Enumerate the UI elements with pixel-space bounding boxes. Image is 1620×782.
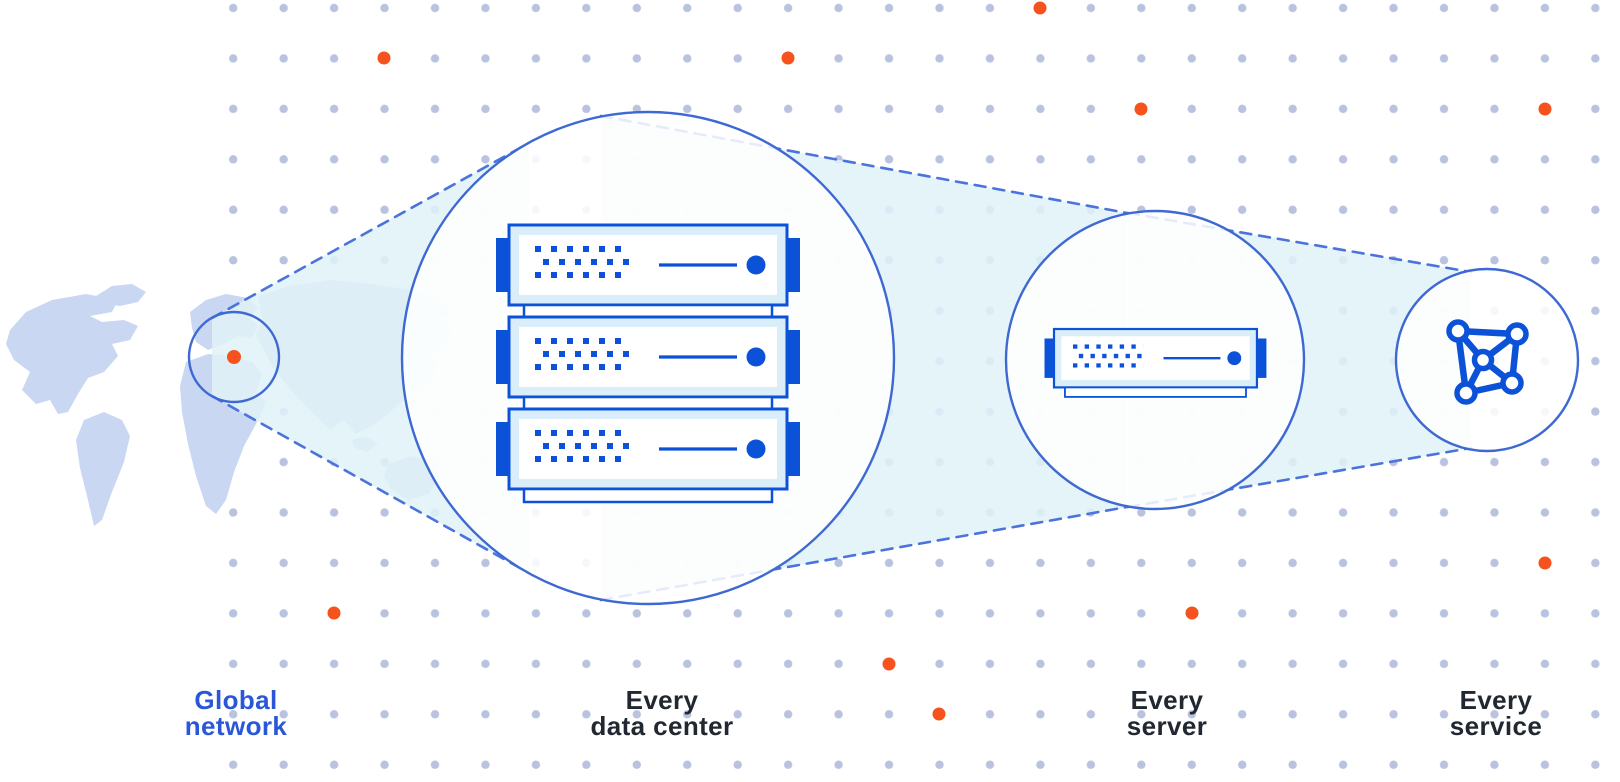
label-line: data center (590, 711, 734, 741)
orange-dot (1134, 102, 1148, 116)
label-every-server: Every server (1037, 687, 1297, 739)
orange-dot (1538, 102, 1552, 116)
dashed-line-lower-1 (210, 394, 531, 575)
orange-dot (1033, 1, 1047, 15)
global-network-circle (187, 310, 281, 404)
orange-accent-dots (227, 1, 1552, 721)
label-line: service (1449, 711, 1543, 741)
label-line: Every (1459, 685, 1533, 715)
label-line: Global (194, 685, 278, 715)
orange-dot (377, 51, 391, 65)
label-every-data-center: Every data center (532, 687, 792, 739)
single-server-icon (1043, 327, 1268, 398)
orange-dot (932, 707, 946, 721)
orange-dot (327, 606, 341, 620)
orange-dot (882, 657, 896, 671)
label-global-network: Global network (106, 687, 366, 739)
orange-dot (1185, 606, 1199, 620)
orange-dot (1538, 556, 1552, 570)
dashed-line-upper-2 (599, 114, 1129, 215)
label-every-service: Every service (1366, 687, 1620, 739)
server-rack-icon (494, 223, 802, 504)
dashed-line-upper-1 (210, 141, 531, 320)
network-mesh-icon (1446, 319, 1529, 405)
orange-dot (227, 350, 241, 364)
label-line: network (184, 711, 288, 741)
label-line: Every (625, 685, 699, 715)
label-line: server (1126, 711, 1208, 741)
orange-dot (781, 51, 795, 65)
label-line: Every (1130, 685, 1204, 715)
dashed-line-lower-2 (599, 505, 1129, 602)
